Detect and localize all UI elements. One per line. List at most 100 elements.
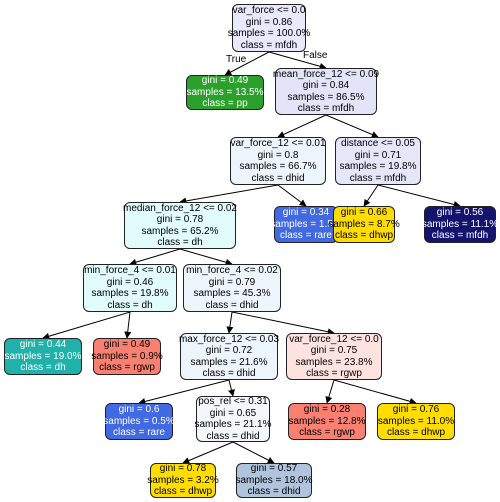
node-text-line: class = dhid	[205, 299, 259, 311]
node-text-line: class = dhid	[251, 172, 305, 184]
node-text-line: class = mfdh	[240, 39, 298, 51]
node-text-line: samples = 0.9%	[91, 350, 163, 362]
node-text-line: gini = 0.8	[257, 149, 299, 161]
node-text-line: gini = 0.34	[282, 207, 330, 219]
true-branch-label: True	[226, 54, 247, 65]
node-text-line: samples = 13.5%	[186, 86, 264, 98]
tree-edge-n10-n14	[231, 311, 335, 336]
node-text-line: class = dhwp	[334, 230, 394, 242]
tree-edge-n16-n20	[232, 441, 275, 464]
node-text-line: mean_force_12 <= 0.09	[272, 68, 380, 80]
node-text-line: samples = 21.1%	[194, 419, 272, 430]
node-text-line: gini = 0.6	[118, 404, 160, 416]
node-text-line: gini = 0.86	[245, 16, 293, 28]
node-text-line: samples = 86.5%	[287, 91, 365, 103]
tree-edge-n9-n11	[42, 311, 131, 340]
node-text-line: pos_rel <= 0.31	[198, 396, 268, 407]
node-text-line: gini = 0.84	[302, 80, 350, 91]
node-text-line: gini = 0.28	[303, 404, 351, 416]
node-text-line: distance <= 0.05	[341, 138, 415, 149]
tree-edge-n4-n8	[377, 184, 461, 208]
node-text-line: gini = 0.56	[436, 207, 484, 219]
node-text-line: samples = 45.3%	[193, 288, 271, 299]
tree-edge-n3-n6	[277, 184, 307, 207]
node-text-line: class = rgwp	[99, 362, 155, 374]
tree-edge-n13-n16	[228, 379, 235, 397]
tree-edge-n0-n1	[224, 51, 270, 76]
tree-edge-n4-n7	[363, 184, 379, 207]
node-text-line: gini = 0.57	[250, 463, 298, 475]
node-text-line: var_force_12 <= 0.01	[230, 138, 326, 149]
node-text-line: gini = 0.49	[103, 339, 151, 351]
tree-edge-n3-n5	[179, 184, 279, 205]
node-text-line: class = dhid	[206, 430, 260, 442]
node-text-line: gini = 0.46	[106, 276, 154, 288]
node-text-line: class = dhid	[247, 486, 301, 498]
node-text-line: var_force_12 <= 0.0	[289, 333, 379, 345]
tree-edge-n5-n9	[129, 248, 181, 266]
node-text-line: class = pp	[202, 98, 248, 110]
node-text-line: gini = 0.76	[392, 404, 440, 416]
node-text-line: samples = 3.2%	[147, 474, 219, 486]
tree-edge-n10-n13	[226, 311, 234, 334]
node-text-line: gini = 0.66	[340, 207, 388, 219]
node-text-line: gini = 0.78	[156, 214, 204, 225]
node-text-line: class = dh	[107, 299, 153, 311]
node-text-line: gini = 0.65	[209, 407, 257, 419]
node-text-line: median_force_12 <= 0.02	[123, 202, 237, 214]
node-text-line: class = mfdh	[349, 172, 407, 184]
node-text-line: samples = 12.8%	[288, 415, 366, 427]
node-text-line: samples = 21.6%	[190, 356, 268, 368]
tree-edge-n2-n3	[277, 114, 327, 138]
node-text-line: class = dhwp	[153, 486, 213, 498]
tree-edge-n2-n4	[325, 114, 379, 138]
node-text-line: gini = 0.71	[354, 149, 402, 161]
tree-edge-n13-n15	[138, 379, 230, 405]
node-text-line: class = dh	[20, 362, 66, 374]
node-text-line: class = dhwp	[386, 427, 446, 439]
node-text-line: gini = 0.75	[310, 345, 358, 356]
node-text-line: samples = 1.5%	[270, 218, 342, 230]
node-text-line: samples = 0.5%	[103, 415, 175, 427]
tree-edge-n14-n18	[333, 379, 417, 405]
node-text-line: min_force_4 <= 0.02	[186, 265, 278, 276]
node-text-line: class = mfdh	[431, 230, 489, 242]
node-text-line: samples = 19.8%	[339, 161, 417, 172]
tree-edge-n9-n12	[124, 311, 132, 339]
node-text-line: class = dhid	[202, 368, 256, 379]
tree-edge-n14-n17	[325, 379, 335, 404]
tree-edge-n16-n19	[182, 441, 234, 464]
node-text-line: gini = 0.49	[201, 75, 249, 87]
node-text-line: class = dh	[157, 237, 203, 248]
node-text-line: gini = 0.72	[205, 345, 253, 356]
node-text-line: min_force_4 <= 0.01	[84, 265, 176, 276]
node-text-line: samples = 23.8%	[295, 356, 373, 368]
tree-edge-n0-n2	[268, 51, 327, 70]
node-text-line: class = rare	[280, 230, 332, 242]
node-text-line: samples = 65.2%	[141, 225, 219, 237]
node-text-line: class = rgwp	[299, 427, 355, 439]
node-text-line: samples = 19.0%	[4, 350, 82, 362]
node-text-line: samples = 11.1%	[421, 218, 499, 230]
node-text-line: samples = 18.0%	[235, 474, 313, 486]
node-text-line: class = rare	[113, 427, 165, 439]
node-text-line: var_force <= 0.0	[232, 5, 306, 16]
